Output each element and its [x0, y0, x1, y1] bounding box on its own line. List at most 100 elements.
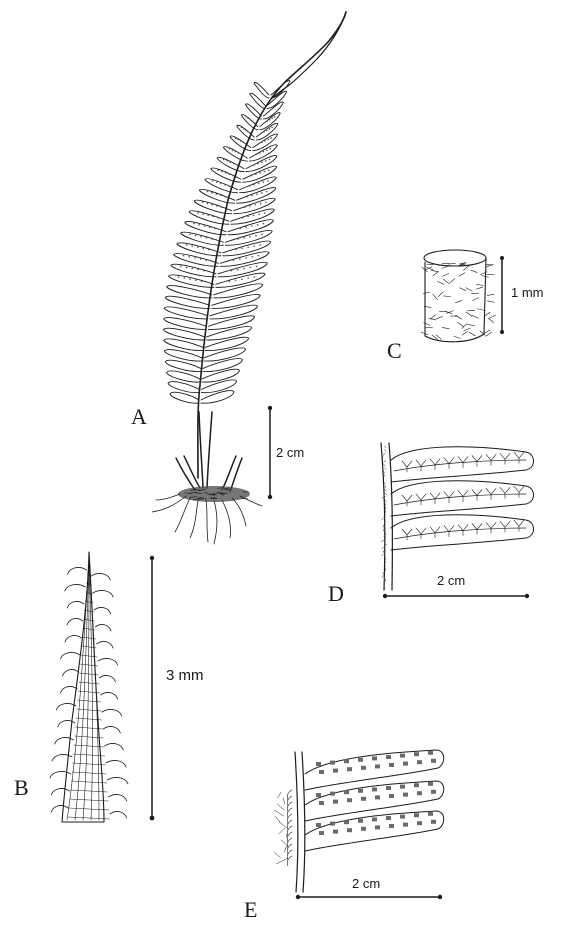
sorus	[386, 755, 391, 759]
scale-cell-wall	[70, 790, 107, 792]
sorus-dot	[191, 245, 193, 247]
marginal-hair	[67, 601, 84, 608]
rachis-hair	[275, 816, 280, 822]
sorus	[417, 791, 422, 795]
rachis-hair	[276, 858, 288, 864]
marginal-hair	[52, 754, 72, 761]
sorus-dot	[245, 257, 247, 259]
sorus-dot	[194, 257, 196, 259]
sorus-dot	[205, 259, 207, 261]
sorus-dot	[242, 217, 244, 219]
marginal-hair	[97, 641, 113, 648]
sorus-dot	[261, 161, 263, 163]
pinna-vein	[514, 520, 524, 526]
pinna-vein	[430, 493, 440, 499]
sorus-dot	[244, 206, 246, 208]
stipe-hair	[471, 270, 478, 273]
sorus-dot	[243, 237, 245, 239]
rachis-hair	[383, 464, 385, 466]
marginal-hair	[60, 652, 80, 659]
rachis-hair	[287, 814, 292, 824]
sorus-dot	[241, 278, 243, 280]
sorus	[330, 792, 335, 796]
stipe-hair	[450, 279, 455, 284]
stipe-hair	[443, 273, 449, 276]
sorus-dot	[254, 276, 256, 278]
sorus	[333, 769, 338, 773]
rachis-hair	[382, 518, 384, 520]
marginal-hair	[91, 573, 110, 580]
sorus-dot	[225, 196, 227, 198]
sorus-dot	[200, 236, 202, 238]
stipes	[176, 412, 242, 492]
stipe-hair	[436, 316, 443, 318]
frond-pinna	[164, 307, 208, 319]
sorus-dot	[247, 117, 249, 119]
sorus-dot	[197, 212, 199, 214]
sorus	[414, 813, 419, 817]
sorus-dot	[186, 244, 188, 246]
sorus-dot	[258, 143, 260, 145]
stipe-hair	[477, 309, 484, 311]
sorus-dot	[266, 149, 268, 151]
sorus-dot	[253, 245, 255, 247]
sorus-dot	[220, 183, 222, 185]
sorus	[316, 762, 321, 766]
rachis-hair	[279, 822, 287, 828]
sorus	[428, 782, 433, 786]
frond-pinna	[218, 262, 267, 276]
rachis-hair	[279, 828, 285, 834]
scale-cell-wall	[70, 799, 108, 801]
scale-bar-b	[150, 556, 155, 821]
rachis-hair	[281, 840, 288, 846]
sorus	[316, 793, 321, 797]
marginal-hair	[67, 618, 83, 625]
panel-label-c: C	[387, 338, 402, 363]
rachis-hair	[287, 808, 292, 818]
stipe-hair	[430, 315, 435, 319]
sorus-dot	[230, 161, 232, 163]
marginal-hair	[94, 607, 111, 614]
pinna-vein	[472, 524, 482, 530]
sorus	[330, 761, 335, 765]
sorus	[347, 798, 352, 802]
sorus-dot	[262, 181, 264, 183]
rachis-hair	[274, 810, 283, 816]
rachis-hair	[385, 450, 386, 452]
sorus	[347, 828, 352, 832]
rachis-hair	[382, 554, 384, 556]
sorus-dot	[251, 120, 253, 122]
rachis-hair	[385, 568, 386, 570]
rachis-hair	[384, 475, 386, 477]
marginal-hair	[106, 760, 126, 767]
pinna-vein	[416, 460, 426, 466]
rachis-hair	[274, 852, 280, 858]
pinna-vein	[486, 488, 496, 494]
sorus-dot	[264, 171, 266, 173]
sorus-dot	[266, 120, 268, 122]
sorus-dot	[255, 173, 257, 175]
sorus-dot	[192, 268, 194, 270]
sorus-dot	[240, 228, 242, 230]
scale-bar-e	[296, 895, 442, 899]
rachis-hair	[383, 453, 384, 455]
rachis-hair	[384, 460, 386, 462]
sorus-dot	[264, 212, 266, 214]
stipe-hair	[484, 312, 490, 316]
sorus-dot	[195, 279, 197, 281]
sorus-dot	[261, 142, 263, 144]
rachis-hair	[385, 511, 386, 513]
sorus-dot	[209, 226, 211, 228]
sorus	[372, 787, 377, 791]
pinna-vein	[402, 461, 412, 467]
sorus	[431, 790, 436, 794]
stipe-hair	[423, 292, 430, 293]
sorus-dot	[257, 224, 259, 226]
rachis-hair	[287, 850, 292, 860]
sorus-dot	[258, 213, 260, 215]
scale-bar-d-label: 2 cm	[437, 573, 465, 588]
frond-pinnae	[164, 81, 290, 404]
marginal-hair	[98, 658, 118, 665]
stipe-hair	[462, 331, 468, 335]
fertile-pinna-outline	[305, 781, 444, 821]
